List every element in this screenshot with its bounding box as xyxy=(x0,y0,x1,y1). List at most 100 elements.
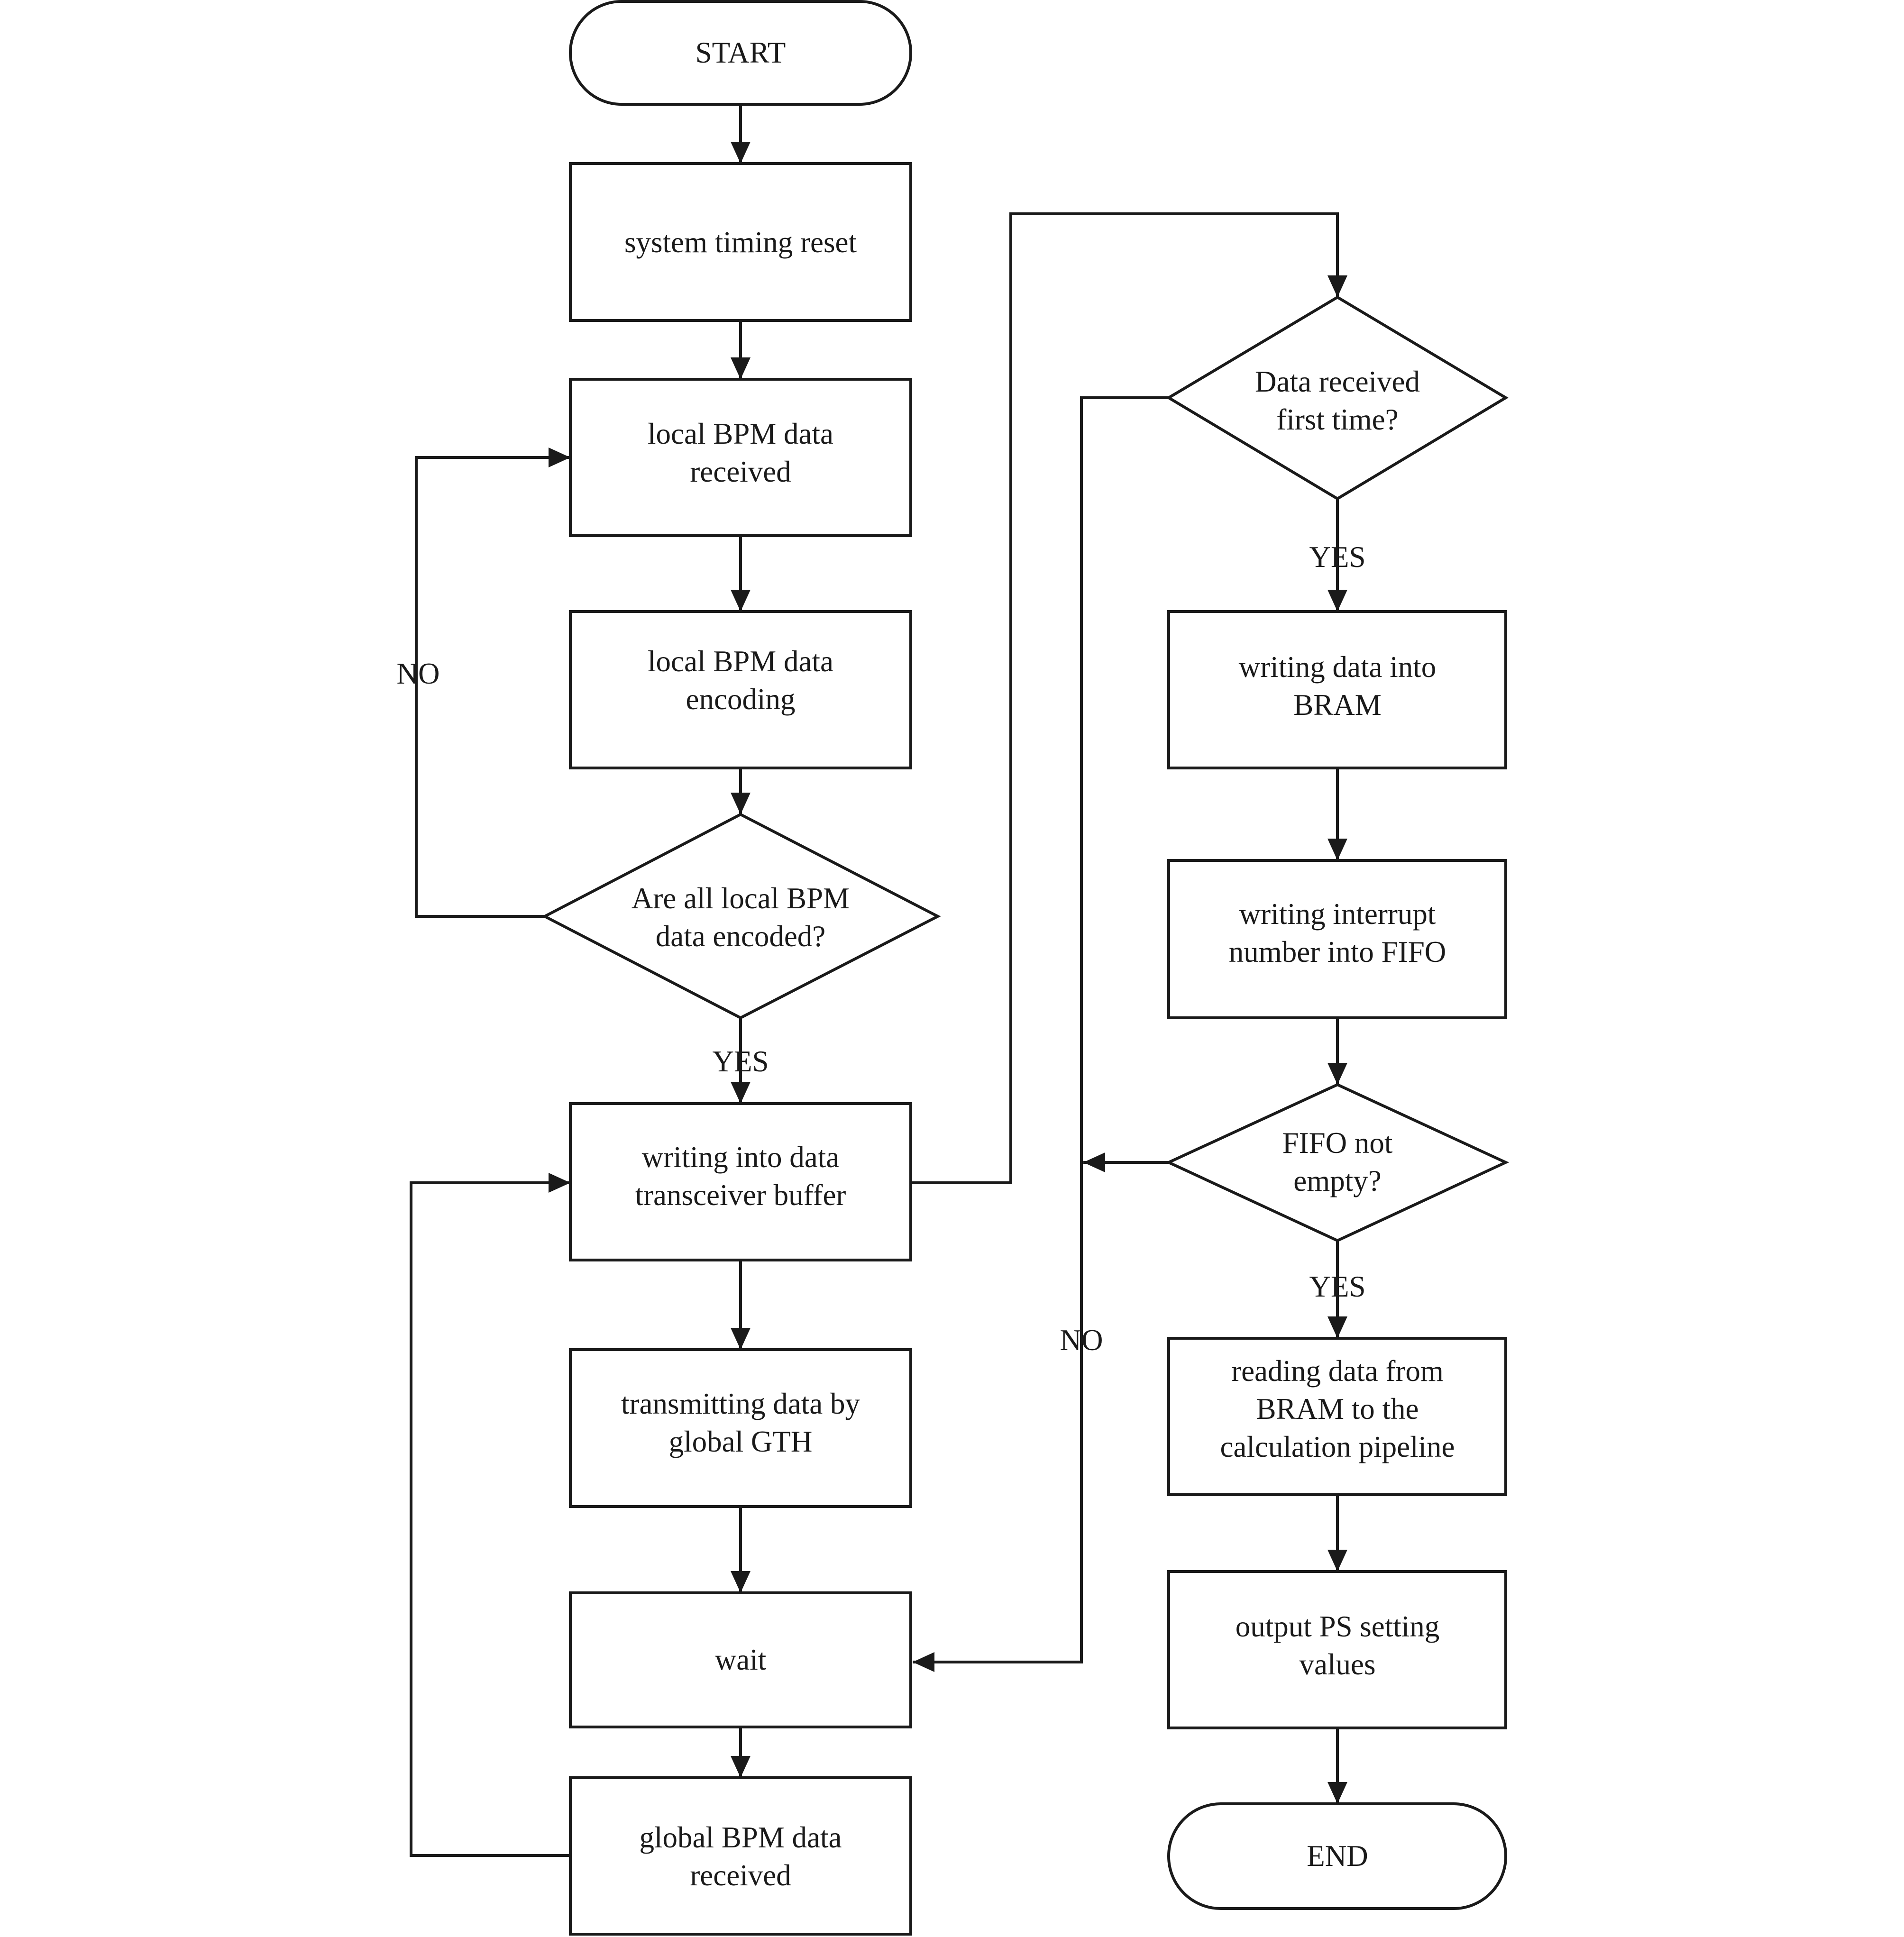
all-encoded-no-label: NO xyxy=(397,657,440,690)
arrowhead-decision-yes-to-buffer xyxy=(731,1082,751,1104)
wait-label: wait xyxy=(715,1643,767,1676)
all-encoded-decision-label-line-2: data encoded? xyxy=(656,920,826,953)
svg-text:transmitting data by: transmitting data by xyxy=(621,1387,860,1420)
output-ps-values-label-line-2: values xyxy=(1300,1648,1376,1681)
edge-decision-no-loop xyxy=(415,456,570,918)
global-bpm-received-label-line-1: global BPM data xyxy=(640,1821,842,1854)
arrowhead-encoding-to-decision xyxy=(731,793,751,814)
svg-text:reading data from: reading data from xyxy=(1231,1354,1444,1388)
transmit-global-gth-label-line-2: global GTH xyxy=(669,1425,813,1458)
all-encoded-yes-label: YES xyxy=(712,1045,769,1078)
svg-text:calculation pipeline: calculation pipeline xyxy=(1220,1430,1455,1463)
svg-text:Are all local BPM: Are all local BPM xyxy=(632,882,850,915)
svg-text:global GTH: global GTH xyxy=(669,1425,813,1458)
svg-text:encoding: encoding xyxy=(686,683,796,716)
svg-text:received: received xyxy=(690,1859,791,1892)
first-time-decision-diamond xyxy=(1166,295,1509,501)
arrowhead-first-time-no-to-wait xyxy=(913,1652,934,1672)
svg-text:data encoded?: data encoded? xyxy=(656,920,826,953)
read-bram-pipeline-label-line-2: BRAM to the xyxy=(1256,1392,1419,1425)
svg-text:received: received xyxy=(690,455,791,488)
edge-first-time-no-to-wait xyxy=(913,396,1169,1663)
write-transceiver-buffer-label-line-2: transceiver buffer xyxy=(635,1179,846,1212)
write-bram-label-line-2: BRAM xyxy=(1293,688,1382,722)
local-bpm-received-label-line-1: local BPM data xyxy=(648,417,833,450)
svg-text:NO: NO xyxy=(397,657,440,690)
wait-branch-no-label: NO xyxy=(1060,1324,1103,1357)
first-time-yes-label: YES xyxy=(1309,540,1365,574)
arrowhead-bram-to-interrupt xyxy=(1327,839,1347,860)
svg-text:output PS setting: output PS setting xyxy=(1236,1610,1440,1643)
end-terminal xyxy=(1167,1802,1507,1910)
shapes xyxy=(541,0,1510,1936)
read-bram-pipeline-label-line-1: reading data from xyxy=(1231,1354,1444,1388)
arrowhead-read-to-output xyxy=(1327,1550,1347,1572)
svg-text:local BPM data: local BPM data xyxy=(648,417,833,450)
svg-text:wait: wait xyxy=(715,1643,767,1676)
svg-text:START: START xyxy=(696,36,786,69)
local-bpm-encoding-label-line-2: encoding xyxy=(686,683,796,716)
arrowhead-first-time-yes-to-bram xyxy=(1327,590,1347,612)
svg-text:YES: YES xyxy=(712,1045,769,1078)
arrowhead-interrupt-to-fifo xyxy=(1327,1063,1347,1085)
svg-text:Data received: Data received xyxy=(1255,365,1420,398)
arrowhead-local-received-to-encoding xyxy=(731,590,751,612)
arrowhead-wait-to-global-received xyxy=(731,1756,751,1778)
write-transceiver-buffer-label-line-1: writing into data xyxy=(642,1141,839,1174)
edge-labels: NO YES YES YES NO xyxy=(397,540,1366,1357)
arrowhead-reset-to-local-received xyxy=(731,357,751,379)
global-bpm-received-box xyxy=(569,1776,912,1936)
svg-text:YES: YES xyxy=(1309,1270,1365,1303)
svg-text:values: values xyxy=(1300,1648,1376,1681)
svg-text:writing into data: writing into data xyxy=(642,1141,839,1174)
local-bpm-received-label-line-2: received xyxy=(690,455,791,488)
start-label: START xyxy=(696,36,786,69)
arrowhead-decision-no-loop xyxy=(549,448,570,467)
svg-text:BRAM: BRAM xyxy=(1293,688,1382,722)
svg-text:first time?: first time? xyxy=(1276,403,1398,436)
system-timing-reset-label: system timing reset xyxy=(624,226,857,259)
output-ps-values-box xyxy=(1167,1570,1507,1729)
first-time-decision-label-line-1: Data received xyxy=(1255,365,1420,398)
wait-box xyxy=(569,1591,912,1728)
svg-text:FIFO not: FIFO not xyxy=(1282,1126,1393,1160)
edge-buffer-to-first-time-decision xyxy=(911,212,1339,1184)
svg-text:YES: YES xyxy=(1309,540,1365,574)
transmit-global-gth-label-line-1: transmitting data by xyxy=(621,1387,860,1420)
arrowhead-fifo-no-to-branch xyxy=(1083,1152,1105,1172)
fifo-not-empty-decision-label-line-1: FIFO not xyxy=(1282,1126,1393,1160)
write-interrupt-fifo-box xyxy=(1167,859,1507,1019)
arrowheads xyxy=(549,142,1347,1804)
svg-text:local BPM data: local BPM data xyxy=(648,645,833,678)
svg-text:NO: NO xyxy=(1060,1324,1103,1357)
local-bpm-encoding-box xyxy=(569,610,912,769)
arrowhead-global-received-loop xyxy=(549,1173,570,1193)
write-bram-box xyxy=(1167,610,1507,769)
transmit-global-gth-box xyxy=(569,1348,912,1508)
write-bram-label-line-1: writing data into xyxy=(1239,650,1436,684)
fifo-yes-label: YES xyxy=(1309,1270,1365,1303)
end-label: END xyxy=(1307,1839,1368,1873)
arrowhead-start-to-reset xyxy=(731,142,751,164)
svg-text:number into FIFO: number into FIFO xyxy=(1229,935,1446,968)
local-bpm-received-box xyxy=(569,378,912,537)
local-bpm-encoding-label-line-1: local BPM data xyxy=(648,645,833,678)
svg-text:writing data into: writing data into xyxy=(1239,650,1436,684)
svg-text:END: END xyxy=(1307,1839,1368,1873)
system-timing-reset-box xyxy=(569,162,912,322)
svg-text:transceiver buffer: transceiver buffer xyxy=(635,1179,846,1212)
fifo-not-empty-decision-label-line-2: empty? xyxy=(1293,1164,1381,1197)
svg-text:empty?: empty? xyxy=(1293,1164,1381,1197)
arrowhead-buffer-to-first-time xyxy=(1327,275,1347,297)
svg-text:BRAM to the: BRAM to the xyxy=(1256,1392,1419,1425)
fifo-not-empty-decision-diamond xyxy=(1165,1083,1510,1243)
write-interrupt-fifo-label-line-2: number into FIFO xyxy=(1229,935,1446,968)
svg-text:writing interrupt: writing interrupt xyxy=(1239,897,1436,931)
arrowhead-buffer-to-transmit xyxy=(731,1328,751,1350)
all-encoded-decision-diamond xyxy=(541,813,941,1020)
start-terminal xyxy=(569,0,912,106)
edge-global-received-loop xyxy=(410,1181,570,1857)
arrowhead-fifo-yes-to-read xyxy=(1327,1316,1347,1338)
svg-text:system timing reset: system timing reset xyxy=(624,226,857,259)
